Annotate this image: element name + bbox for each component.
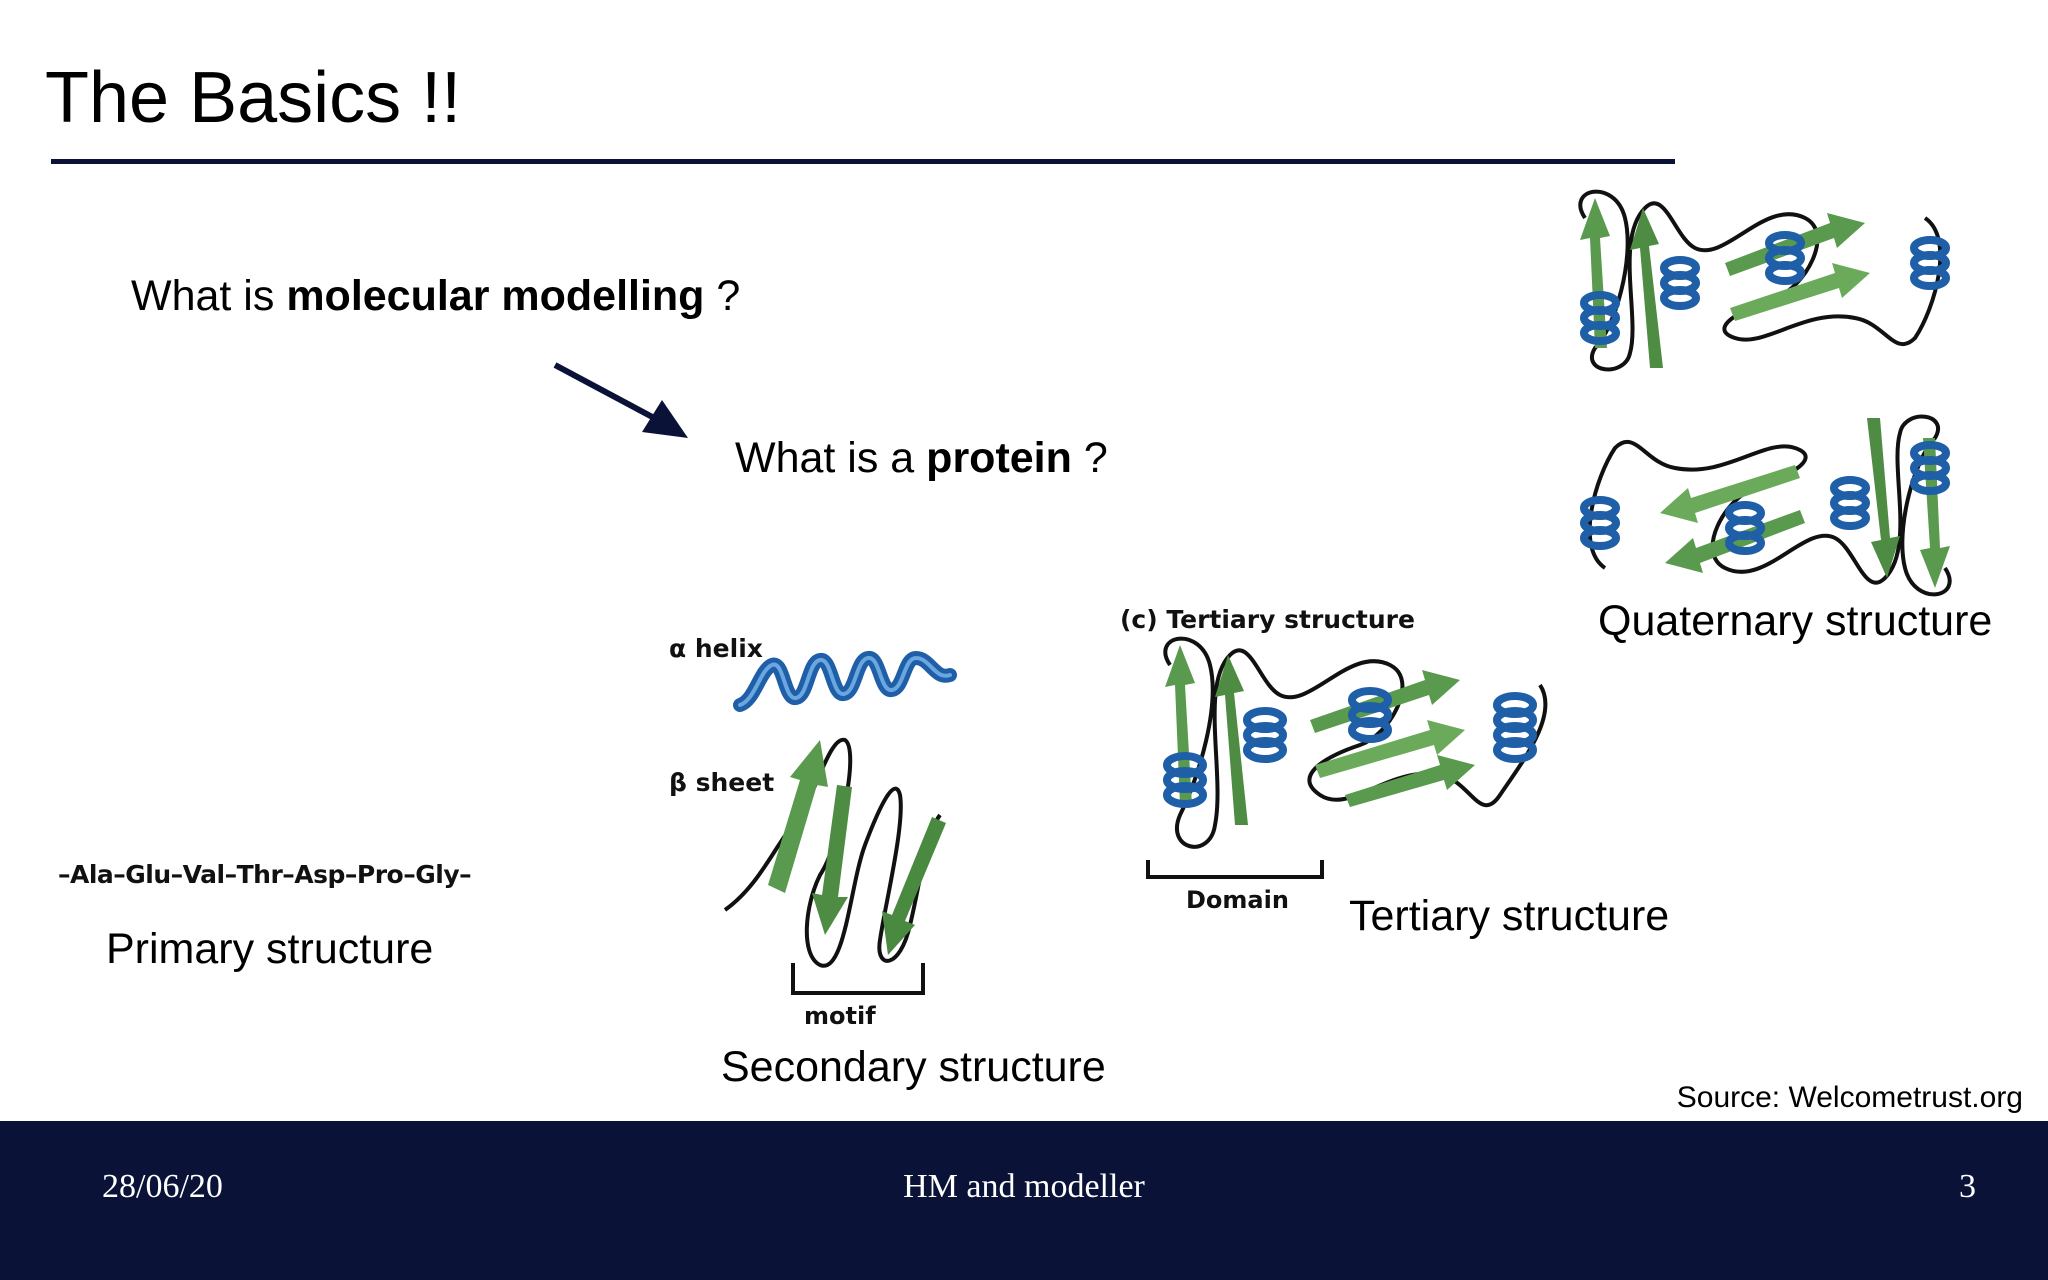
question2-suffix: ? bbox=[1071, 434, 1108, 482]
footer-bar bbox=[0, 1121, 2048, 1280]
domain-label: Domain bbox=[1186, 886, 1289, 914]
label-primary-structure: Primary structure bbox=[106, 925, 434, 973]
source-credit: Source: Welcometrust.org bbox=[1676, 1081, 2023, 1114]
question-molecular-modelling: What is molecular modelling ? bbox=[131, 275, 740, 318]
slide-title: The Basics !! bbox=[45, 58, 462, 138]
beta-sheet-icon bbox=[723, 737, 946, 995]
alpha-helix-label: α helix bbox=[669, 634, 763, 663]
question2-bold: protein bbox=[926, 434, 1072, 482]
question1-prefix: What is bbox=[131, 272, 287, 320]
quaternary-structure-icon bbox=[1578, 189, 1975, 598]
label-secondary-structure: Secondary structure bbox=[721, 1043, 1106, 1091]
label-tertiary-structure: Tertiary structure bbox=[1349, 892, 1670, 940]
footer-title: HM and modeller bbox=[903, 1168, 1145, 1205]
label-quaternary-structure: Quaternary structure bbox=[1598, 597, 1993, 645]
question1-bold: molecular modelling bbox=[286, 272, 705, 320]
question-protein: What is a protein ? bbox=[735, 437, 1108, 480]
beta-sheet-label: β sheet bbox=[669, 768, 775, 797]
question1-suffix: ? bbox=[704, 272, 741, 320]
footer-date: 28/06/20 bbox=[102, 1168, 223, 1205]
page-number: 3 bbox=[1959, 1168, 1976, 1205]
question2-prefix: What is a bbox=[735, 434, 927, 482]
tertiary-structure-icon bbox=[1146, 636, 1548, 879]
tertiary-heading-label: (c) Tertiary structure bbox=[1120, 605, 1415, 634]
title-underline bbox=[51, 159, 1675, 164]
amino-acid-sequence: –Ala–Glu–Val–Thr–Asp–Pro–Gly– bbox=[58, 860, 472, 889]
motif-label: motif bbox=[804, 1002, 876, 1030]
arrow-icon bbox=[553, 362, 688, 438]
alpha-helix-icon bbox=[733, 650, 957, 712]
